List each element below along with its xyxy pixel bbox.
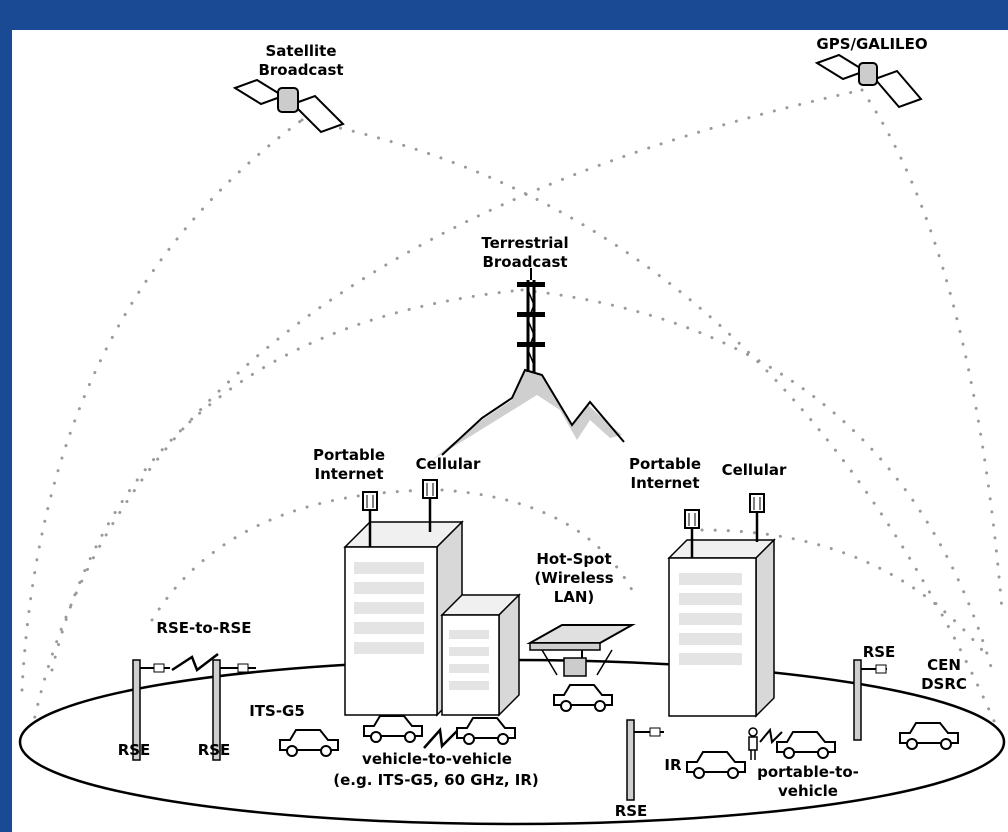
cell-antenna-icon	[422, 479, 438, 532]
cellular-arc-left	[150, 488, 444, 622]
car-icon	[456, 717, 516, 745]
ir-label: IR	[664, 756, 682, 774]
gps-arc-right	[860, 88, 1004, 612]
rse-pole-icon	[853, 659, 887, 741]
rse-middle-label: RSE	[198, 741, 231, 759]
rse-pole-icon	[212, 659, 256, 761]
rse-right-label: RSE	[863, 643, 896, 661]
rse-to-rse-label: RSE-to-RSE	[156, 619, 251, 637]
satellite-arc-left	[20, 118, 304, 692]
cell-antenna-icon	[749, 493, 765, 542]
car-icon	[899, 722, 959, 750]
antenna-tower-icon	[517, 268, 545, 372]
building-icon	[440, 593, 521, 717]
satellite-icon	[814, 53, 923, 109]
rse-bottom-label: RSE	[615, 802, 648, 820]
cellular-left-label: Cellular	[416, 455, 481, 473]
hot-spot-canopy-icon	[526, 624, 636, 677]
portable-to-vehicle-label: portable-to-vehicle	[757, 763, 859, 800]
car-icon	[776, 731, 836, 759]
satellite-arc-right	[300, 118, 1000, 732]
its-g5-label: ITS-G5	[249, 702, 305, 720]
building-icon	[667, 538, 776, 718]
lightning-icon	[423, 727, 461, 749]
cellular-right-label: Cellular	[722, 461, 787, 479]
vehicle-to-vehicle-label: vehicle-to-vehicle(e.g. ITS-G5, 60 GHz, …	[333, 750, 539, 789]
car-icon	[553, 684, 613, 712]
car-icon	[279, 729, 339, 757]
person-icon	[748, 727, 758, 760]
gps-arc-left	[30, 88, 864, 732]
satellite-icon	[232, 78, 345, 134]
lightning-icon	[171, 653, 219, 673]
terrestrial-arc-right	[520, 288, 994, 672]
terrestrial-arc-left	[50, 288, 524, 672]
cell-antenna-icon	[684, 509, 700, 558]
rse-left-label: RSE	[118, 741, 151, 759]
car-icon	[686, 751, 746, 779]
mountain-icon	[432, 368, 625, 460]
gps-galileo-label: GPS/GALILEO	[816, 35, 927, 53]
rse-pole-icon	[132, 659, 170, 761]
rse-pole-icon	[626, 719, 664, 801]
cellular-arc-right	[700, 528, 984, 652]
car-icon	[363, 715, 423, 743]
lightning-icon	[759, 727, 783, 745]
cell-antenna-icon	[362, 491, 378, 547]
